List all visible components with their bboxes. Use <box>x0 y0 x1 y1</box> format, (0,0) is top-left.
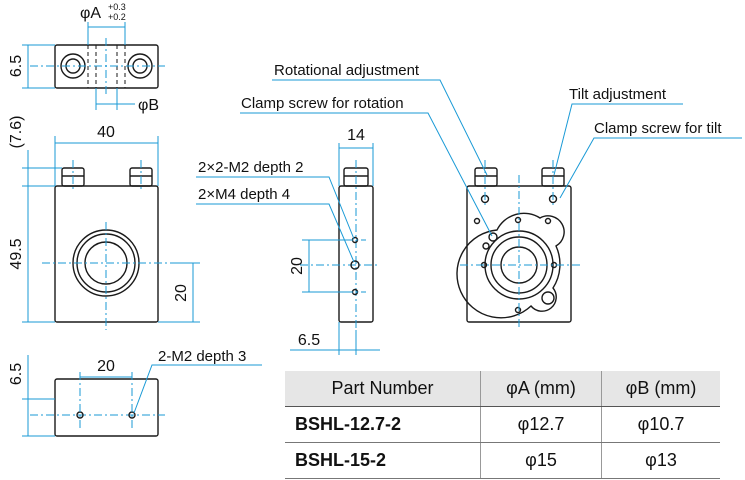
side-view-body <box>338 185 374 323</box>
bottom-height-dim: 6.5 <box>8 363 25 385</box>
callout-rotational-adjustment: Rotational adjustment <box>274 62 420 79</box>
bottom-spacing-dim: 20 <box>97 358 115 375</box>
part-number-cell: BSHL-15-2 <box>285 442 481 479</box>
front-width-dim: 40 <box>97 124 115 141</box>
callout-clamp-screw-tilt: Clamp screw for tilt <box>594 120 722 137</box>
part-number-cell: BSHL-12.7-2 <box>285 406 481 443</box>
rotation-plate <box>456 212 565 319</box>
clamp-tilt-leader <box>559 137 742 199</box>
callout-tilt-adjustment: Tilt adjustment <box>569 86 667 103</box>
header-part-number: Part Number <box>285 371 481 407</box>
rear-tilt-pivot <box>541 291 555 305</box>
table-row: BSHL-12.7-2 φ12.7 φ10.7 <box>285 406 720 443</box>
spec-table-header-row: Part Number φA (mm) φB (mm) <box>285 371 720 407</box>
phi-a-label: φA <box>80 5 101 22</box>
front-height-dim: 49.5 <box>8 238 25 269</box>
clamp-rotation-leader <box>240 112 493 237</box>
top-view: 6.5 φA +0.3 +0.2 φB <box>8 2 165 114</box>
phi-b-cell: φ13 <box>601 442 720 479</box>
m4-hole <box>350 260 360 270</box>
rear-screw-head-left <box>474 167 498 187</box>
phi-a-cell: φ12.7 <box>480 406 602 443</box>
side-view: 14 20 6.5 2×2-M2 depth 2 2×M4 depth 4 <box>196 127 380 355</box>
rear-view: Rotational adjustment Clamp screw for ro… <box>240 62 742 330</box>
bottom-view: 6.5 20 2-M2 depth 3 <box>8 348 262 437</box>
top-height-dim: 6.5 <box>8 55 25 77</box>
front-center-dim: 20 <box>173 284 190 302</box>
table-row: BSHL-15-2 φ15 φ13 <box>285 442 720 479</box>
rotation-adj-leader <box>272 79 488 176</box>
bottom-view-body <box>54 378 159 437</box>
side-width-dim: 14 <box>347 127 365 144</box>
bottom-holes-note: 2-M2 depth 3 <box>158 348 246 365</box>
header-phi-a: φA (mm) <box>480 371 602 407</box>
m2-leader <box>133 364 262 414</box>
header-phi-b: φB (mm) <box>601 371 720 407</box>
front-ref-dim: (7.6) <box>8 116 25 149</box>
phi-a-cell: φ15 <box>480 442 602 479</box>
rear-hole-bottom <box>514 306 522 314</box>
m4-holes-leader <box>196 203 355 263</box>
phi-b-cell: φ10.7 <box>601 406 720 443</box>
side-holes-note-1: 2×2-M2 depth 2 <box>198 159 304 176</box>
spec-table: Part Number φA (mm) φB (mm) BSHL-12.7-2 … <box>285 371 720 479</box>
rear-hole-top <box>514 216 522 224</box>
phi-a-tol-plus: +0.3 <box>108 2 126 12</box>
m2-holes-leader <box>196 176 355 240</box>
side-height-dim: 20 <box>289 257 306 275</box>
rear-hole-left <box>473 217 481 225</box>
rear-clamp-hole <box>488 232 498 242</box>
side-offset-dim: 6.5 <box>298 332 320 349</box>
phi-a-tol-minus: +0.2 <box>108 12 126 22</box>
front-view: 40 (7.6) 49.5 20 <box>8 116 200 330</box>
callout-clamp-screw-rotation: Clamp screw for rotation <box>241 95 404 112</box>
side-holes-note-2: 2×M4 depth 4 <box>198 186 290 203</box>
rear-hole-right <box>544 217 552 225</box>
phi-b-label: φB <box>138 97 159 114</box>
tilt-adj-leader <box>553 103 683 176</box>
rear-clamp-hole-2 <box>482 242 490 250</box>
